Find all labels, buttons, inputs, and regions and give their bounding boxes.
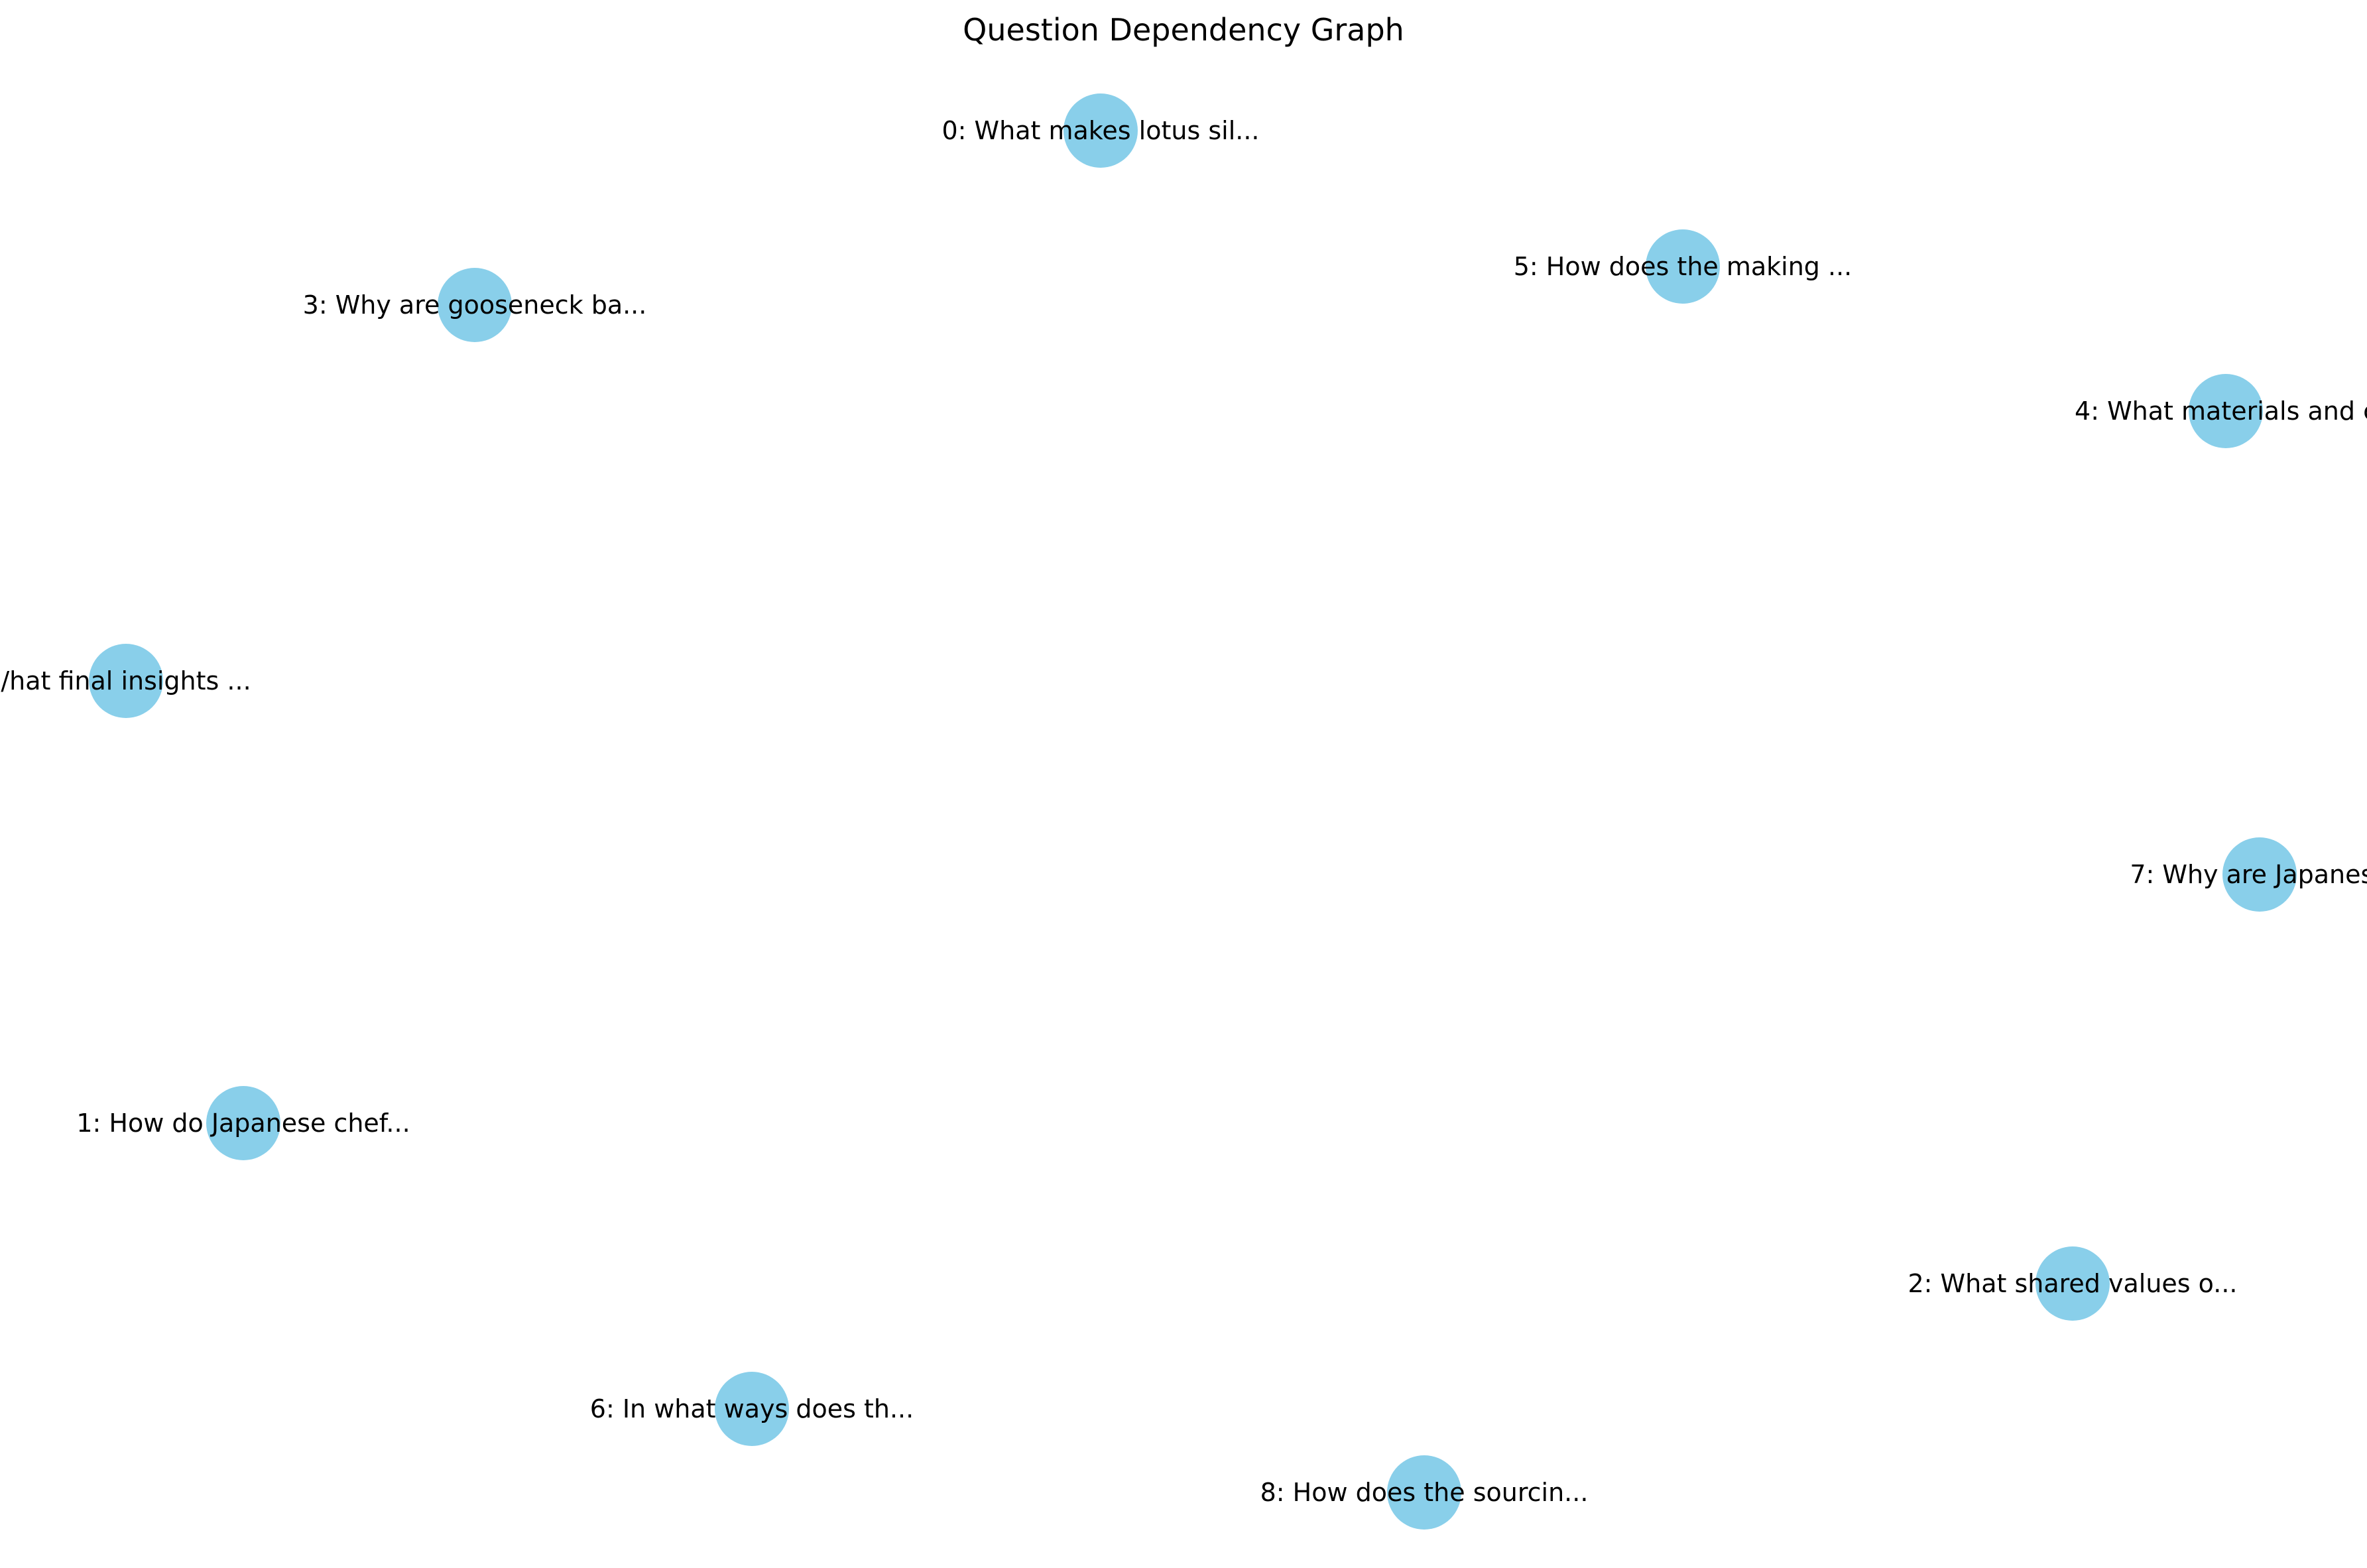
- node-circle: [1387, 1455, 1461, 1530]
- node-label: 6: In what ways does th...: [590, 1394, 914, 1423]
- graph-node-5: 5: How does the making ...: [1514, 229, 1852, 304]
- node-label: /hat final insights ...: [1, 666, 251, 695]
- graph-node-4: 4: What materials and c: [2075, 374, 2367, 448]
- graph-title: Question Dependency Graph: [963, 12, 1404, 48]
- node-label: 0: What makes lotus sil...: [941, 116, 1259, 145]
- node-circle: [2035, 1246, 2110, 1321]
- graph-node-7: 7: Why are Japanese: [2130, 837, 2367, 912]
- node-label: 2: What shared values o...: [1908, 1269, 2237, 1298]
- graph-node-3: 3: Why are gooseneck ba...: [303, 268, 647, 342]
- node-circle: [438, 268, 512, 342]
- node-label: 5: How does the making ...: [1514, 252, 1852, 281]
- node-circle: [2189, 374, 2263, 448]
- node-circle: [206, 1086, 280, 1160]
- node-circle: [2222, 837, 2297, 912]
- node-label: 4: What materials and c: [2075, 396, 2367, 426]
- graph-node-0: 0: What makes lotus sil...: [941, 93, 1260, 168]
- node-circle: [1063, 93, 1138, 168]
- node-circle: [715, 1372, 789, 1446]
- graph-node-9: /hat final insights ...: [1, 644, 251, 718]
- node-label: 1: How do Japanese chef...: [76, 1109, 410, 1138]
- graph-node-6: 6: In what ways does th...: [590, 1372, 914, 1446]
- node-label: 7: Why are Japanese: [2130, 860, 2367, 889]
- graph-node-8: 8: How does the sourcin...: [1260, 1455, 1589, 1530]
- graph-node-2: 2: What shared values o...: [1908, 1246, 2238, 1321]
- node-circle: [1646, 229, 1720, 304]
- node-label: 3: Why are gooseneck ba...: [303, 290, 647, 320]
- node-label: 8: How does the sourcin...: [1260, 1478, 1589, 1507]
- node-circle: [89, 644, 163, 718]
- graph-node-1: 1: How do Japanese chef...: [76, 1086, 410, 1160]
